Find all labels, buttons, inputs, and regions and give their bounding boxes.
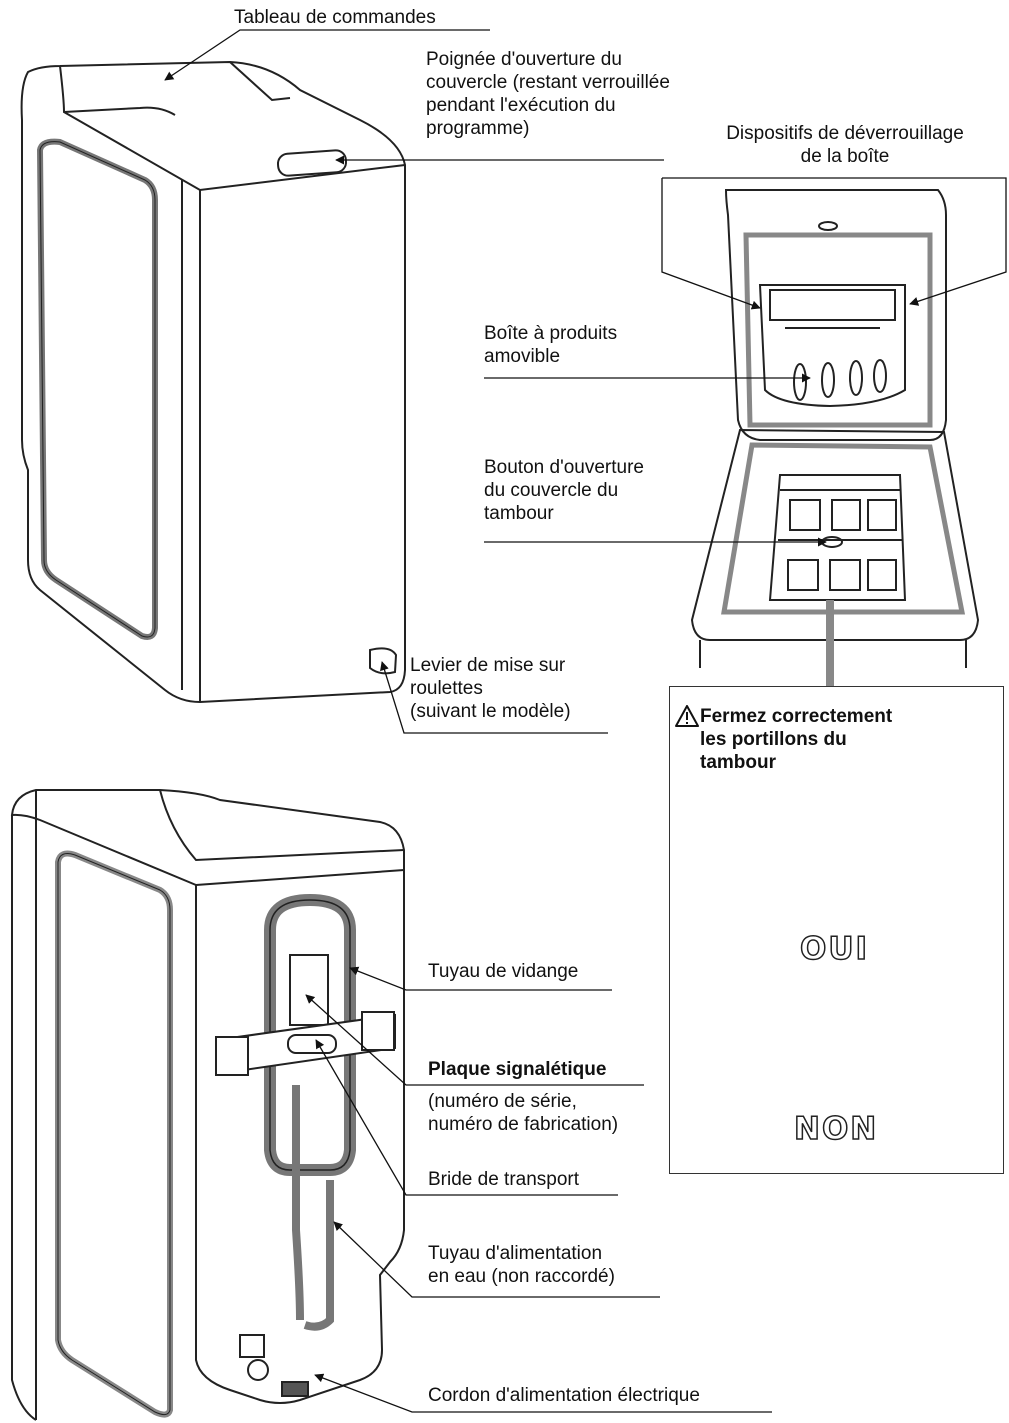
label-rating-plate-title: Plaque signalétique: [428, 1059, 607, 1080]
label-transport-bracket: Bride de transport: [428, 1169, 580, 1190]
verdict-yes: OUI: [799, 930, 870, 968]
warning-panel: Fermez correctement les portillons du ta…: [669, 686, 1004, 1174]
label-control-panel: Tableau de commandes: [234, 7, 436, 28]
label-drum-button: Bouton d'ouverture du couvercle du tambo…: [484, 457, 644, 524]
machine-rear-view: [10, 789, 405, 1421]
warning-triangle-icon: [675, 705, 699, 727]
label-water-hose: Tuyau d'alimentation en eau (non raccord…: [428, 1243, 615, 1287]
label-drain-hose: Tuyau de vidange: [428, 961, 579, 982]
machine-front-view: [20, 60, 406, 704]
warning-title: Fermez correctement les portillons du ta…: [700, 706, 893, 773]
label-castor-lever: Levier de mise sur roulettes (suivant le…: [410, 655, 571, 722]
label-power-cord: Cordon d'alimentation électrique: [428, 1385, 700, 1406]
label-detergent-box: Boîte à produits amovible: [484, 323, 618, 367]
leader-lines: [164, 29, 1007, 1413]
label-lid-handle: Poignée d'ouverture du couvercle (restan…: [426, 49, 670, 139]
click-sound-label: Clac !: [794, 892, 854, 917]
label-rating-plate-detail: (numéro de série, numéro de fabrication): [428, 1091, 619, 1135]
verdict-no: NON: [793, 1110, 879, 1148]
machine-open-view: [690, 189, 980, 686]
label-box-release: Dispositifs de déverrouillage de la boît…: [726, 123, 964, 167]
